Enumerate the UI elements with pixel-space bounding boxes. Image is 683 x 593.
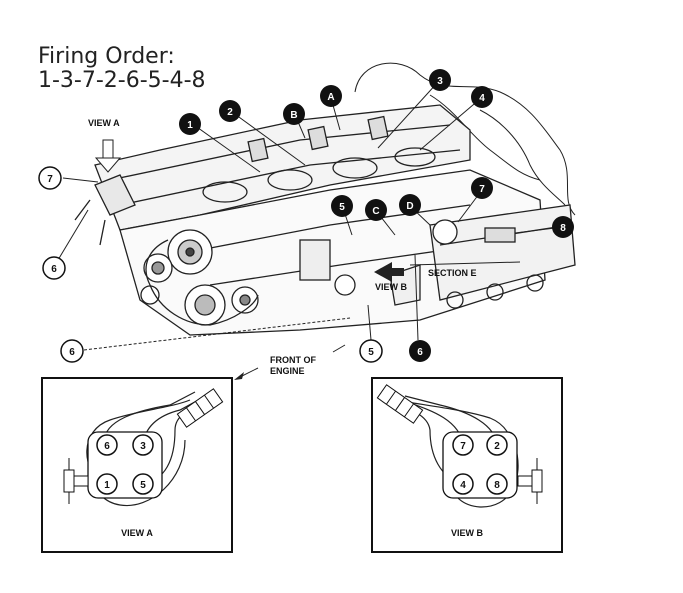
svg-text:7: 7	[479, 184, 485, 195]
callout-c: C	[365, 199, 387, 221]
callout-7-left: 7	[38, 166, 62, 190]
view-a-cyl-1	[96, 473, 118, 495]
svg-text:5: 5	[140, 480, 146, 491]
svg-text:7: 7	[47, 174, 53, 185]
view-b-arrow	[374, 262, 404, 282]
view-a-cyl-5	[132, 473, 154, 495]
svg-text:8: 8	[560, 223, 566, 234]
front-arrow-head	[234, 372, 244, 380]
callout-1: 1	[179, 113, 201, 135]
view-a-label: VIEW A	[88, 118, 120, 128]
callout-d: D	[399, 194, 421, 216]
svg-text:C: C	[372, 206, 379, 217]
svg-text:1: 1	[187, 120, 193, 131]
svg-text:6: 6	[104, 441, 110, 452]
svg-text:5: 5	[368, 347, 374, 358]
callout-a: A	[320, 85, 342, 107]
view-b-box: 7 2 4 8 VIEW B	[371, 377, 563, 553]
callout-6-left: 6	[42, 256, 66, 280]
view-b-cyl-2	[486, 434, 508, 456]
view-a-arrow	[94, 139, 122, 173]
svg-text:4: 4	[460, 480, 466, 491]
svg-text:D: D	[406, 201, 413, 212]
svg-text:3: 3	[140, 441, 146, 452]
callout-5-bottom: 5	[359, 339, 383, 363]
callout-5-top: 5	[331, 195, 353, 217]
svg-text:3: 3	[437, 76, 443, 87]
view-b-cyl-4	[452, 473, 474, 495]
firing-order-sequence: 1-3-7-2-6-5-4-8	[38, 68, 206, 93]
firing-order-title: Firing Order:	[38, 44, 175, 69]
svg-text:6: 6	[69, 347, 75, 358]
svg-text:1: 1	[104, 480, 110, 491]
callout-3: 3	[429, 69, 451, 91]
svg-text:2: 2	[494, 441, 500, 452]
svg-text:6: 6	[417, 347, 423, 358]
svg-text:4: 4	[479, 93, 485, 104]
view-b-cyl-7	[452, 434, 474, 456]
svg-text:7: 7	[460, 441, 466, 452]
view-b-label: VIEW B	[375, 282, 408, 292]
svg-text:5: 5	[339, 202, 345, 213]
callout-6-right: 6	[409, 340, 431, 362]
front-of-label: FRONT OF	[270, 355, 316, 365]
view-a-caption: VIEW A	[121, 528, 153, 538]
engine-illustration	[74, 62, 576, 336]
view-a-cyl-3	[132, 434, 154, 456]
engine-label: ENGINE	[270, 366, 305, 376]
callout-2: 2	[219, 100, 241, 122]
section-e-label: SECTION E	[428, 268, 477, 278]
view-a-box: 6 3 1 5 VIEW A	[41, 377, 233, 553]
svg-text:6: 6	[51, 264, 57, 275]
view-b-cyl-8	[486, 473, 508, 495]
svg-text:A: A	[327, 92, 334, 103]
callout-6-bottom: 6	[60, 339, 84, 363]
callout-7-top: 7	[471, 177, 493, 199]
callout-b: B	[283, 103, 305, 125]
callout-4: 4	[471, 86, 493, 108]
view-b-caption: VIEW B	[451, 528, 484, 538]
svg-text:2: 2	[227, 107, 233, 118]
svg-text:8: 8	[494, 480, 500, 491]
callout-8: 8	[552, 216, 574, 238]
view-a-cyl-6	[96, 434, 118, 456]
svg-text:B: B	[290, 110, 297, 121]
